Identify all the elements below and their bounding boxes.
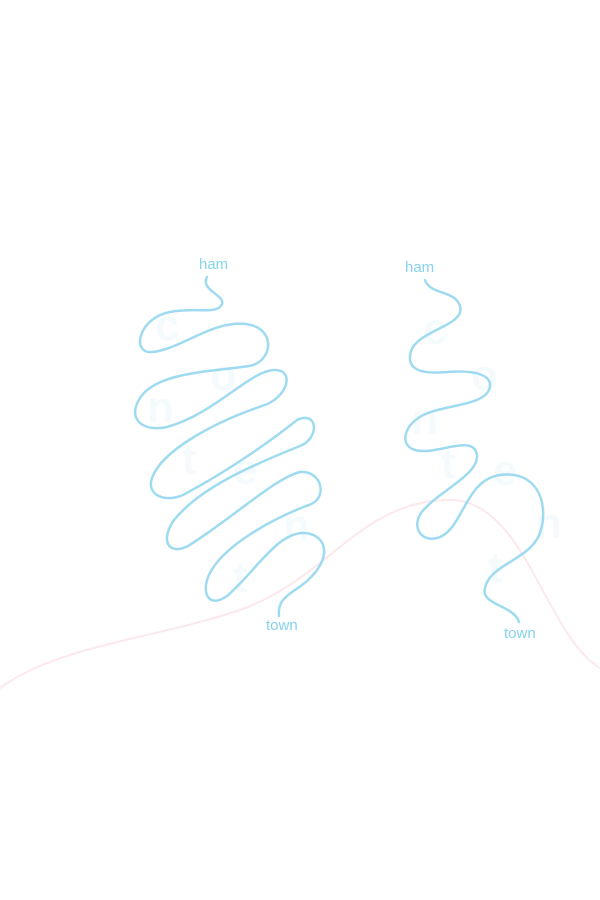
end-label: town bbox=[504, 625, 536, 642]
ghost-letter: t bbox=[182, 435, 197, 484]
end-label: town bbox=[266, 617, 298, 634]
ghost-letter: n bbox=[535, 499, 562, 548]
start-label: ham bbox=[199, 256, 228, 273]
ghost-letter: t bbox=[441, 439, 456, 488]
ghost-letter: t bbox=[233, 553, 248, 602]
ghost-letter: n bbox=[147, 383, 174, 432]
ghost-letter: t bbox=[488, 543, 503, 592]
start-label: ham bbox=[405, 259, 434, 276]
route-diagram-right: c o n t e n t ham town bbox=[404, 259, 562, 642]
background-wave bbox=[0, 498, 600, 689]
route-line-left bbox=[133, 275, 326, 618]
route-diagram-left: c o n t e n t ham town bbox=[133, 256, 326, 634]
ghost-letters-right: c o n t e n t bbox=[411, 305, 562, 592]
route-line-right bbox=[404, 278, 545, 624]
ghost-letter: n bbox=[283, 501, 310, 550]
ghost-letter: e bbox=[493, 446, 517, 495]
ghost-letter: c bbox=[155, 301, 179, 350]
